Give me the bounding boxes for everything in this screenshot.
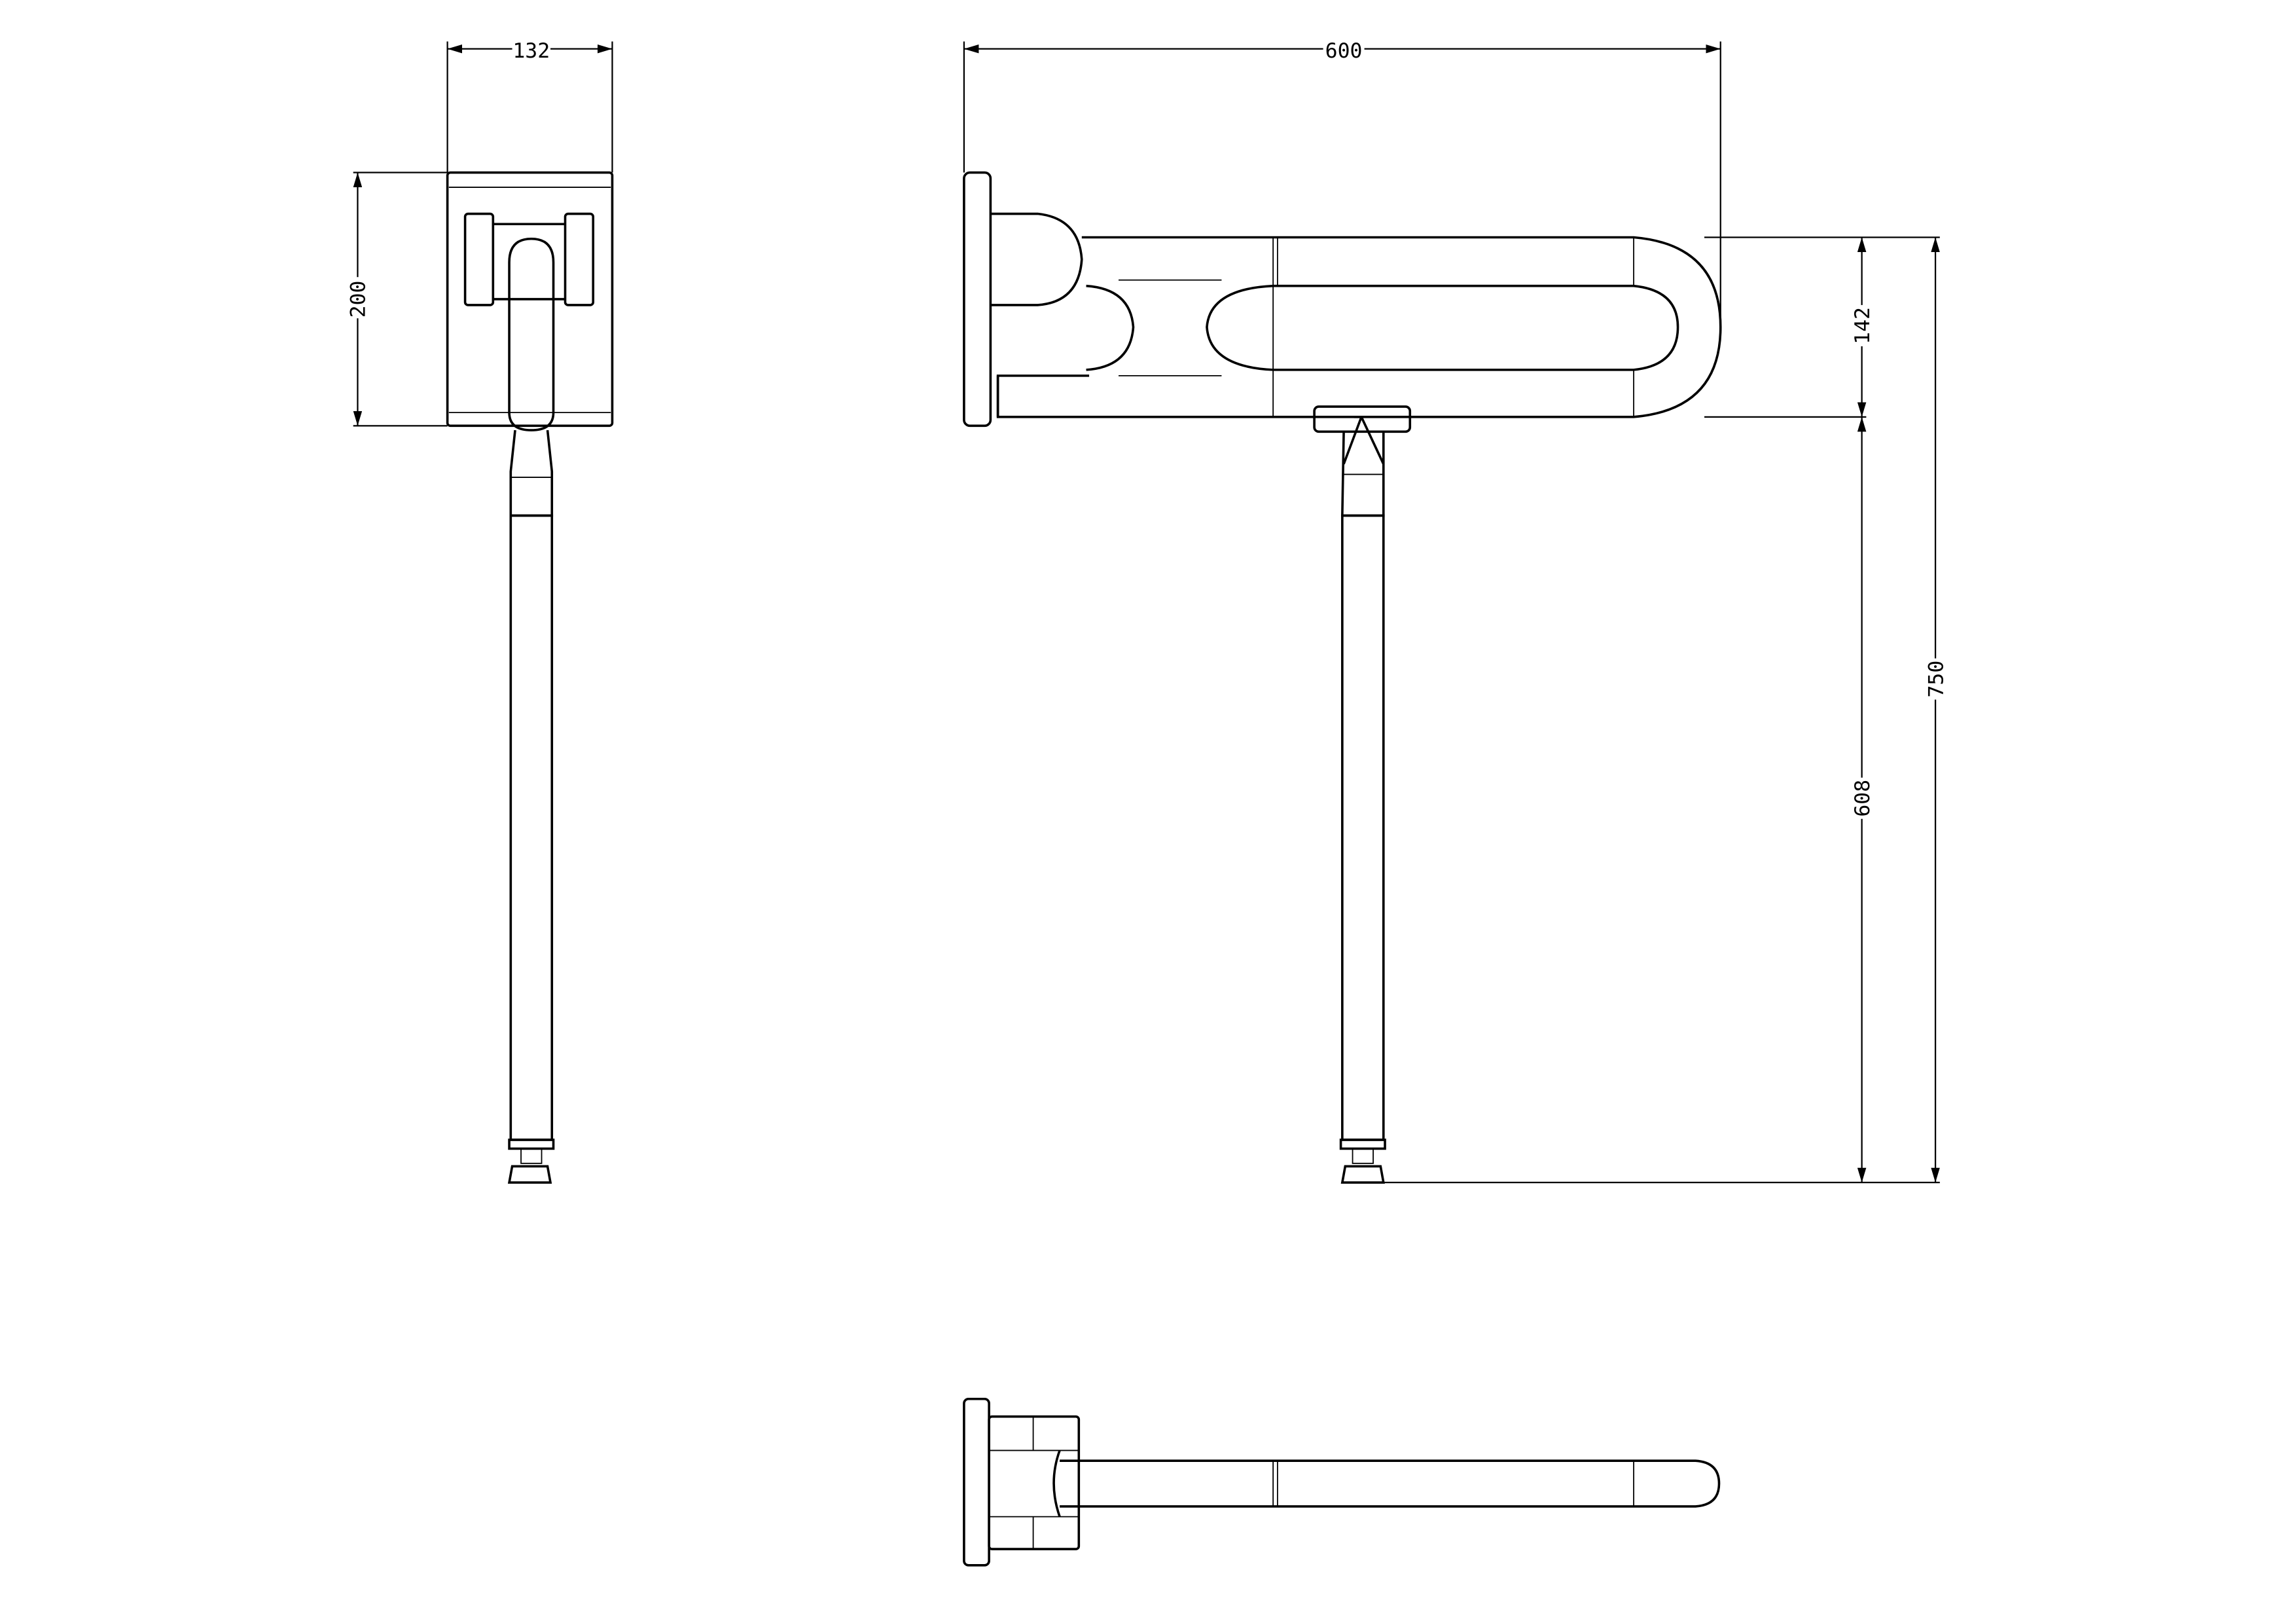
dimension-label: 200 bbox=[347, 281, 370, 318]
foot bbox=[507, 1165, 552, 1184]
folded-bar bbox=[1060, 1459, 1721, 1508]
front-view: 600 142 608 750 bbox=[963, 37, 1948, 1184]
wall-plate bbox=[963, 1397, 990, 1567]
support-leg bbox=[1339, 431, 1386, 1184]
dimension-label-750: 750 bbox=[1924, 661, 1948, 698]
mount-block bbox=[988, 1415, 1081, 1550]
vertical-dimensions: 142 608 750 bbox=[1383, 236, 1948, 1184]
wall-plate bbox=[963, 171, 992, 428]
foot bbox=[1340, 1165, 1385, 1184]
dimension-label-608: 608 bbox=[1851, 780, 1874, 817]
support-leg bbox=[507, 429, 555, 1184]
dimension-length-600: 600 bbox=[963, 37, 1721, 327]
u-bar bbox=[996, 236, 1722, 418]
wall-plate bbox=[446, 171, 614, 428]
leg-bracket bbox=[1313, 405, 1412, 465]
dimension-label-142: 142 bbox=[1851, 307, 1874, 344]
top-view bbox=[963, 1397, 1721, 1567]
side-view: 132 200 bbox=[347, 37, 614, 1184]
folded-arm bbox=[508, 237, 555, 431]
hinge-bracket bbox=[463, 212, 595, 306]
dimension-height-200: 200 bbox=[347, 172, 448, 427]
dimension-width-132: 132 bbox=[446, 37, 613, 173]
hinge-spacer bbox=[1086, 279, 1274, 376]
dimension-label: 132 bbox=[512, 39, 550, 63]
upper-mount bbox=[990, 212, 1083, 306]
dimension-label: 600 bbox=[1325, 39, 1363, 63]
